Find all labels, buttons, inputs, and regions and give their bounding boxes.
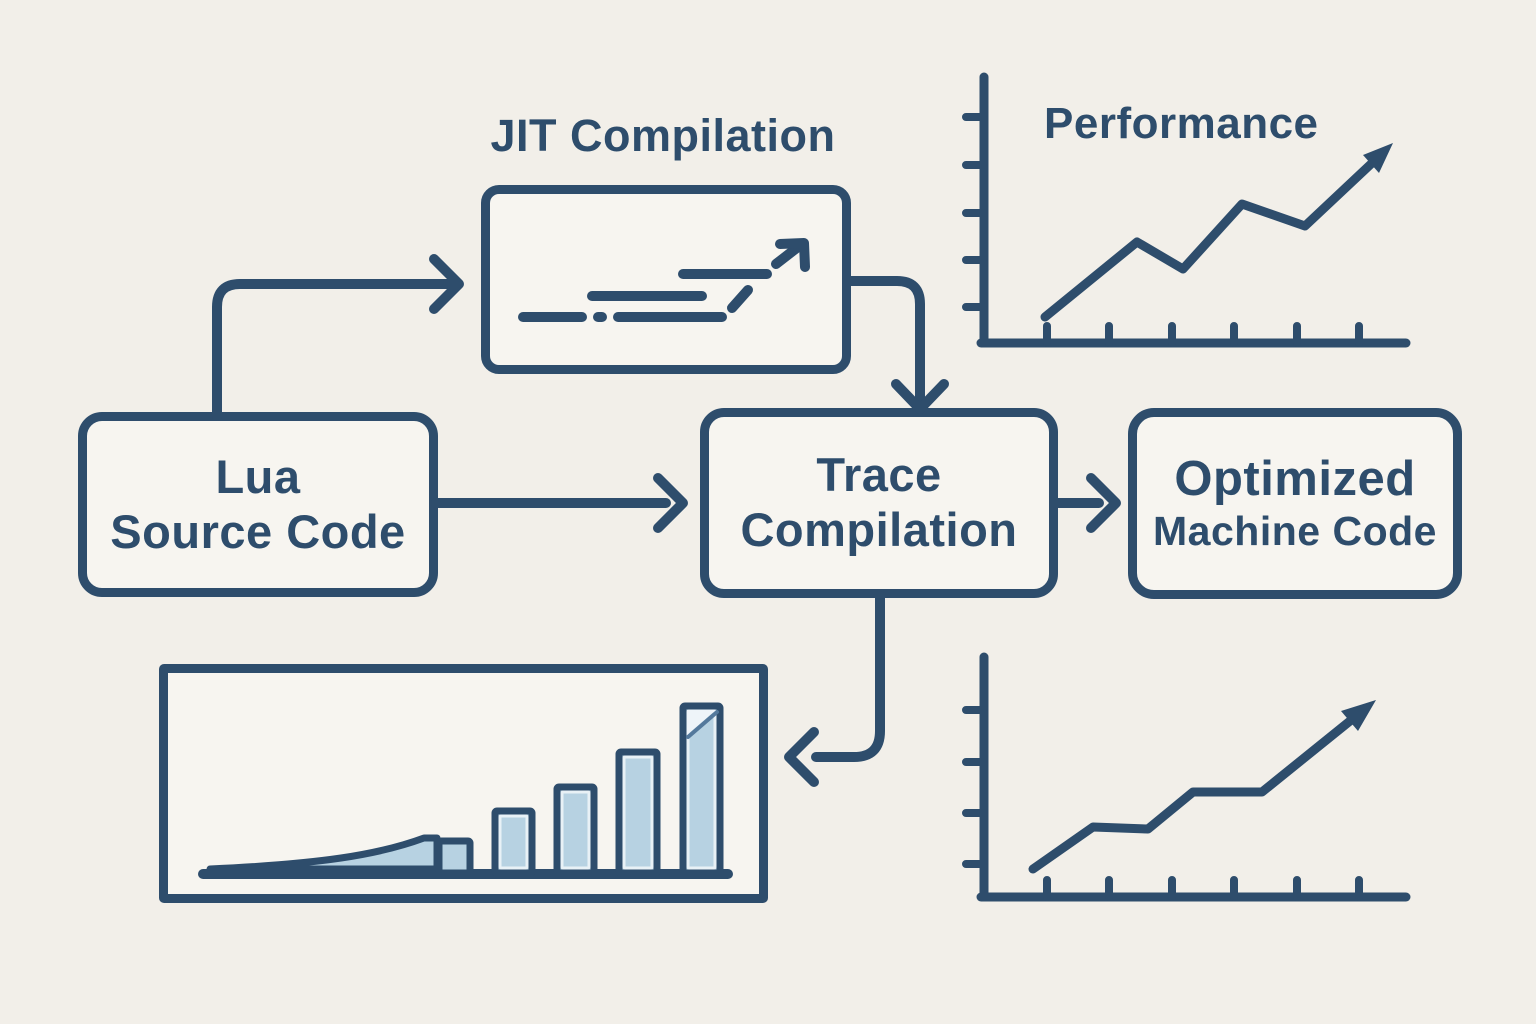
trace-box-label-line2: Compilation (740, 503, 1018, 556)
bar-chart-panel (159, 664, 768, 903)
arrow-trace-to-optimized-head (1086, 473, 1121, 533)
speedup-x-ticks (1043, 876, 1363, 901)
trace-compilation-box: Trace Compilation (700, 408, 1058, 598)
arrow-trace-to-bar-chart (784, 591, 885, 787)
arrow-jit-to-trace-head (891, 379, 949, 414)
jit-compilation-box (481, 185, 851, 374)
performance-x-ticks (1043, 322, 1363, 347)
arrow-lua-to-jit-shaft (212, 279, 454, 421)
speedup-line-arrowhead (1341, 700, 1376, 731)
optimized-box-label-line2: Machine Code (1153, 508, 1437, 555)
optimized-machine-code-box: Optimized Machine Code (1128, 408, 1462, 599)
lua-box-label-line1: Lua (215, 449, 301, 503)
arrow-trace-to-bar-chart-shaft (811, 591, 885, 762)
arrow-lua-to-trace (431, 473, 688, 533)
lua-box-label-line2: Source Code (110, 504, 406, 558)
speedup-y-ticks (962, 706, 987, 868)
performance-line-arrowhead (1363, 143, 1393, 173)
lua-source-code-box: Lua Source Code (78, 412, 438, 597)
speedup-line-chart (962, 652, 1411, 902)
arrow-lua-to-trace-head (653, 473, 688, 533)
arrow-jit-to-trace-shaft (842, 276, 925, 404)
arrow-trace-to-optimized (1050, 473, 1121, 533)
arrow-trace-to-bar-chart-head (784, 727, 819, 787)
arrow-lua-to-jit-head (429, 254, 464, 314)
arrow-lua-to-jit (212, 254, 464, 421)
performance-line (1040, 159, 1376, 322)
optimized-box-label-line1: Optimized (1174, 451, 1416, 506)
performance-label: Performance (1044, 99, 1319, 148)
arrow-jit-to-trace (842, 276, 949, 414)
speedup-line (1028, 716, 1355, 874)
performance-y-ticks (962, 113, 987, 311)
trace-box-label-line1: Trace (816, 448, 942, 502)
jit-compilation-label: JIT Compilation (490, 110, 836, 161)
